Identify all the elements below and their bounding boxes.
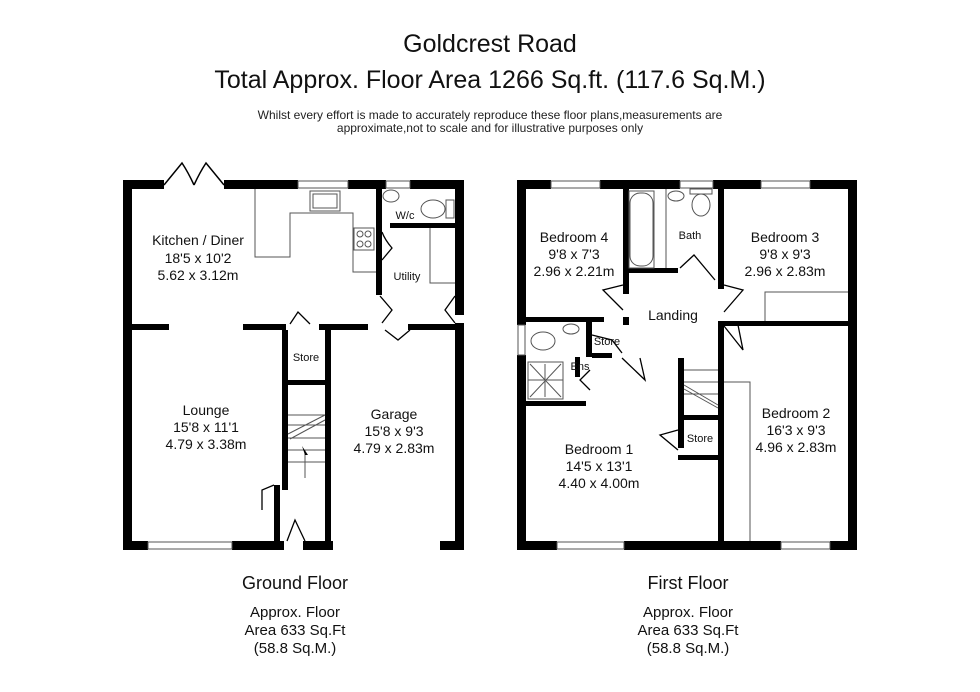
- room-bedroom-2: Bedroom 2 16'3 x 9'3 4.96 x 2.83m: [756, 405, 837, 455]
- room-dimensions-metric: 2.96 x 2.83m: [745, 263, 826, 279]
- room-name: Bedroom 2: [762, 405, 831, 421]
- floor-area: Approx. Floor Area 633 Sq.Ft (58.8 Sq.M.…: [175, 604, 415, 658]
- room-garage: Garage 15'8 x 9'3 4.79 x 2.83m: [354, 406, 435, 456]
- room-name: Bedroom 3: [751, 229, 820, 245]
- room-dimensions-imperial: 15'8 x 9'3: [364, 423, 423, 439]
- room-kitchen-diner: Kitchen / Diner 18'5 x 10'2 5.62 x 3.12m: [152, 232, 244, 283]
- ground-floor-plan: Kitchen / Diner 18'5 x 10'2 5.62 x 3.12m…: [123, 161, 464, 550]
- disclaimer-line-2: approximate,not to scale and for illustr…: [336, 121, 644, 135]
- room-bedroom-1: Bedroom 1 14'5 x 13'1 4.40 x 4.00m: [559, 441, 640, 491]
- room-dimensions-imperial: 9'8 x 7'3: [548, 246, 599, 262]
- room-bedroom-3: Bedroom 3 9'8 x 9'3 2.96 x 2.83m: [745, 229, 826, 279]
- room-bedroom-4: Bedroom 4 9'8 x 7'3 2.96 x 2.21m: [534, 229, 615, 279]
- ground-floor-caption: Ground Floor Approx. Floor Area 633 Sq.F…: [175, 573, 415, 658]
- area-line-3: (58.8 Sq.M.): [646, 640, 730, 657]
- area-line-1: Approx. Floor: [249, 604, 341, 621]
- room-name: Garage: [371, 406, 418, 422]
- room-dimensions-imperial: 9'8 x 9'3: [759, 246, 810, 262]
- disclaimer: Whilst every effort is made to accuratel…: [0, 109, 980, 135]
- room-name: Bedroom 1: [565, 441, 634, 457]
- room-name: Lounge: [183, 402, 230, 418]
- room-dimensions-imperial: 14'5 x 13'1: [566, 458, 633, 474]
- room-dimensions-imperial: 18'5 x 10'2: [165, 250, 232, 266]
- floor-area: Approx. Floor Area 633 Sq.Ft (58.8 Sq.M.…: [568, 604, 808, 658]
- property-title: Goldcrest Road: [403, 30, 577, 58]
- total-floor-area: Total Approx. Floor Area 1266 Sq.ft. (11…: [214, 66, 766, 94]
- room-ensuite: Ens: [571, 361, 590, 373]
- room-bath: Bath: [679, 230, 702, 242]
- room-dimensions-metric: 4.96 x 2.83m: [756, 439, 837, 455]
- room-dimensions-metric: 4.79 x 2.83m: [354, 440, 435, 456]
- room-dimensions-imperial: 15'8 x 11'1: [173, 419, 239, 435]
- room-store: Store: [293, 352, 319, 364]
- room-store-2: Store: [687, 433, 713, 445]
- room-landing: Landing: [648, 307, 698, 323]
- room-name: Bedroom 4: [540, 229, 609, 245]
- room-wc: W/c: [396, 210, 415, 222]
- area-line-2: Area 633 Sq.Ft: [637, 622, 739, 639]
- area-line-2: Area 633 Sq.Ft: [244, 622, 346, 639]
- room-dimensions-metric: 2.96 x 2.21m: [534, 263, 615, 279]
- area-line-3: (58.8 Sq.M.): [253, 640, 337, 657]
- first-floor-caption: First Floor Approx. Floor Area 633 Sq.Ft…: [568, 573, 808, 658]
- floor-name: First Floor: [647, 573, 729, 593]
- first-floor-plan: Bedroom 4 9'8 x 7'3 2.96 x 2.21m Bath Be…: [517, 180, 857, 550]
- room-lounge: Lounge 15'8 x 11'1 4.79 x 3.38m: [166, 402, 247, 452]
- room-dimensions-metric: 4.79 x 3.38m: [166, 436, 247, 452]
- room-dimensions-metric: 5.62 x 3.12m: [158, 267, 239, 283]
- room-dimensions-imperial: 16'3 x 9'3: [766, 422, 825, 438]
- area-line-1: Approx. Floor: [642, 604, 734, 621]
- disclaimer-line-1: Whilst every effort is made to accuratel…: [257, 108, 723, 122]
- room-dimensions-metric: 4.40 x 4.00m: [559, 475, 640, 491]
- room-store-1: Store: [594, 336, 620, 348]
- room-utility: Utility: [394, 271, 421, 283]
- room-name: Kitchen / Diner: [152, 232, 244, 248]
- floor-name: Ground Floor: [241, 573, 349, 593]
